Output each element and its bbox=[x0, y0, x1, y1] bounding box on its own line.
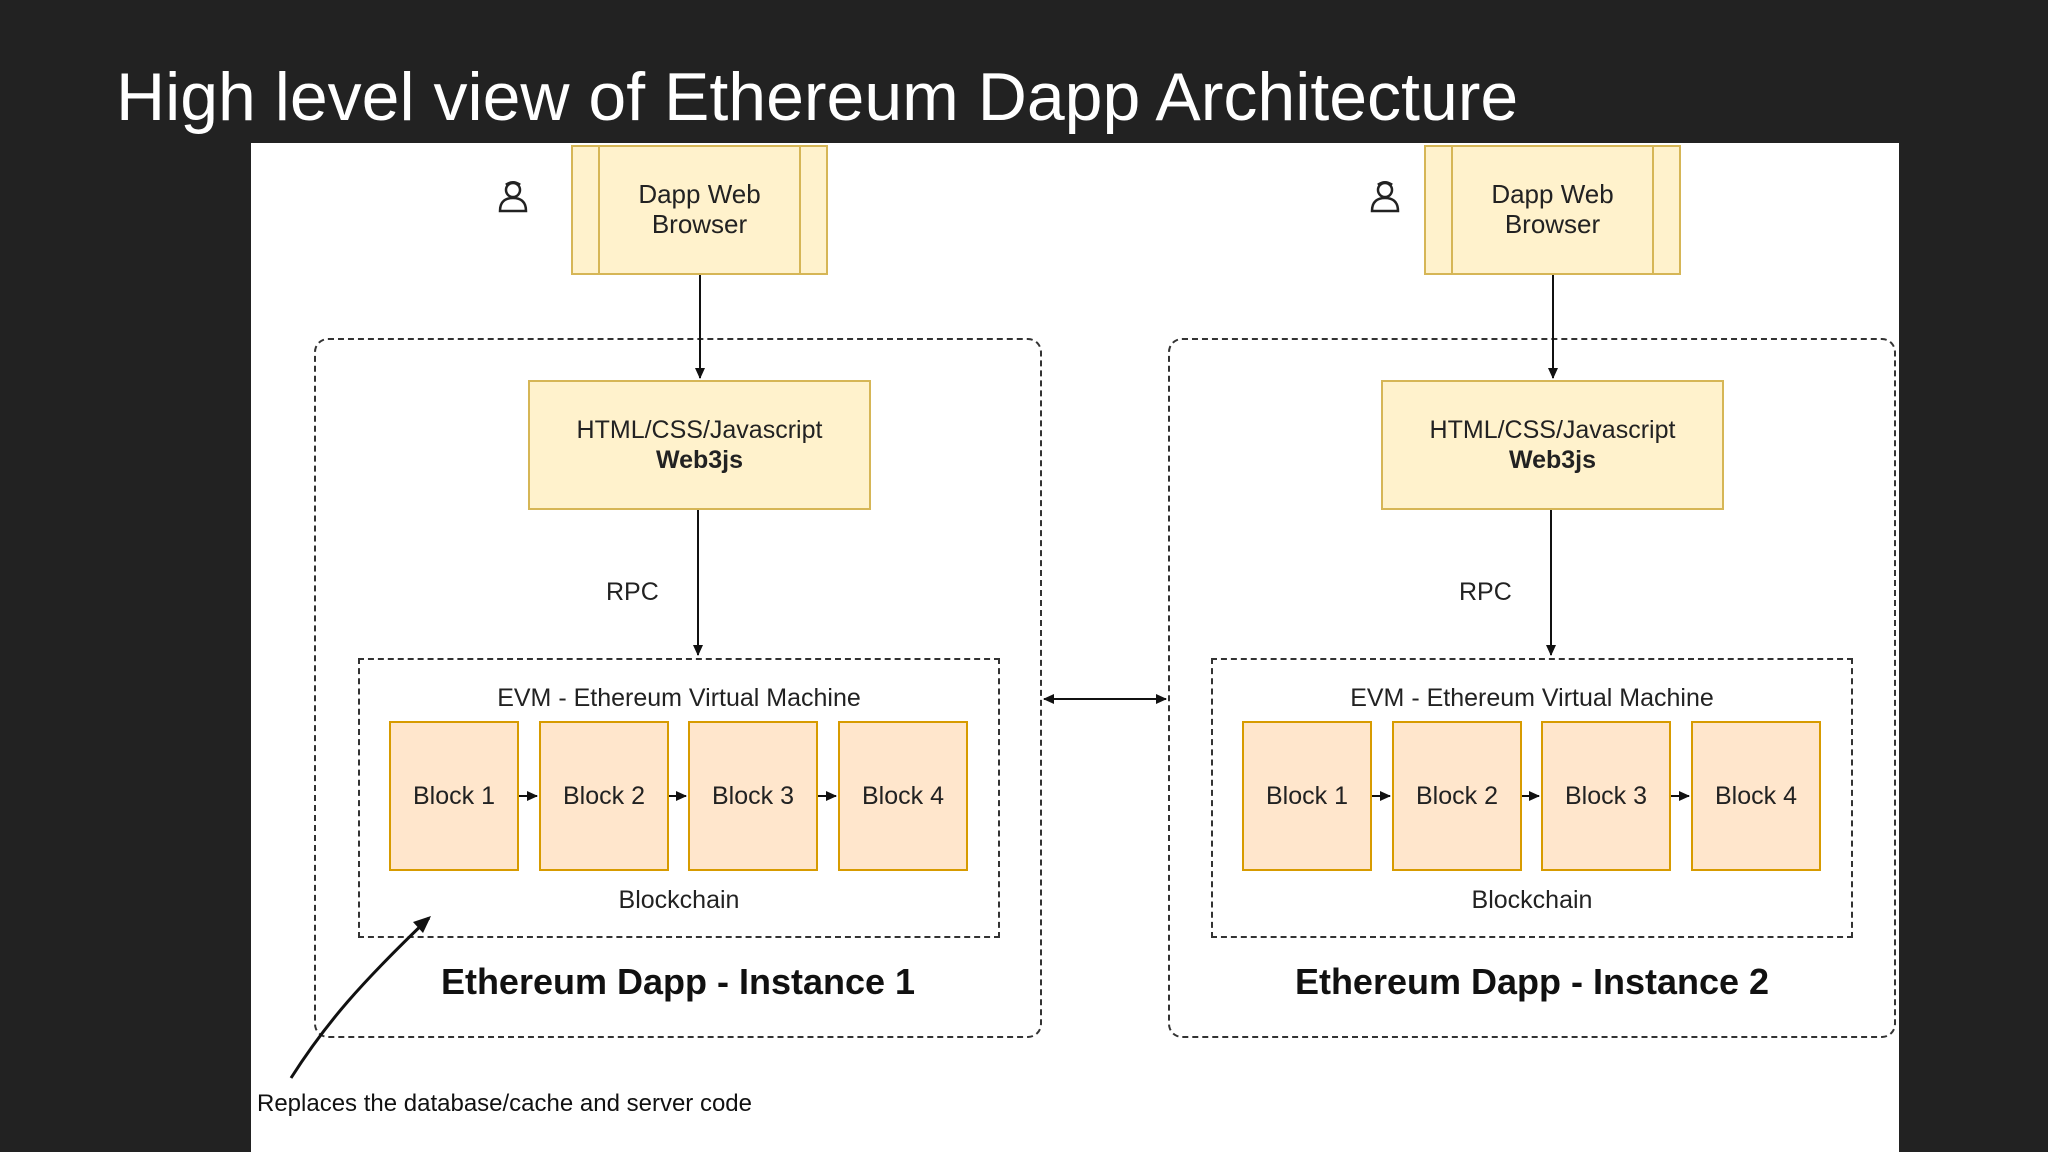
annotation-arrow bbox=[289, 916, 431, 1079]
instance-label: Ethereum Dapp - Instance 1 bbox=[440, 961, 916, 1002]
block-3: Block 3 bbox=[1541, 721, 1671, 871]
dapp-instance-container bbox=[1168, 338, 1896, 1038]
blockchain-label: Blockchain bbox=[618, 886, 740, 914]
block-4: Block 4 bbox=[1691, 721, 1821, 871]
blockchain-label: Blockchain bbox=[1471, 886, 1593, 914]
frontend-box: HTML/CSS/Javascript Web3js bbox=[528, 380, 871, 510]
instance-label: Ethereum Dapp - Instance 2 bbox=[1294, 961, 1770, 1002]
dapp-web-browser-box: Dapp Web Browser bbox=[1424, 145, 1681, 275]
block-1: Block 1 bbox=[1242, 721, 1372, 871]
rpc-label: RPC bbox=[1459, 578, 1512, 606]
evm-container bbox=[358, 658, 1000, 938]
browser-label-line2: Browser bbox=[651, 209, 748, 239]
block-3: Block 3 bbox=[688, 721, 818, 871]
slide-title: High level view of Ethereum Dapp Archite… bbox=[116, 59, 1519, 135]
evm-label: EVM - Ethereum Virtual Machine bbox=[1350, 684, 1714, 712]
evm-label: EVM - Ethereum Virtual Machine bbox=[497, 684, 861, 712]
block-1: Block 1 bbox=[389, 721, 519, 871]
web3js-label: Web3js bbox=[655, 446, 744, 474]
browser-label-line1: Dapp Web bbox=[638, 179, 761, 210]
connector-arrows bbox=[289, 275, 1690, 1079]
evm-container bbox=[1211, 658, 1853, 938]
diagram-canvas: Dapp Web Browser HTML/CSS/Javascript Web… bbox=[251, 143, 1899, 1152]
frontend-label: HTML/CSS/Javascript bbox=[1429, 416, 1676, 444]
user-icon bbox=[498, 181, 528, 213]
dapp-web-browser-box: Dapp Web Browser bbox=[571, 145, 828, 275]
block-2: Block 2 bbox=[539, 721, 669, 871]
browser-label-line2: Browser bbox=[1504, 209, 1601, 239]
rpc-label: RPC bbox=[606, 578, 659, 606]
block-2: Block 2 bbox=[1392, 721, 1522, 871]
web3js-label: Web3js bbox=[1508, 446, 1597, 474]
frontend-label: HTML/CSS/Javascript bbox=[576, 416, 823, 444]
user-icon bbox=[1370, 181, 1400, 213]
browser-label-line1: Dapp Web bbox=[1491, 179, 1614, 210]
dapp-instance-container bbox=[314, 338, 1042, 1038]
block-4: Block 4 bbox=[838, 721, 968, 871]
annotation-note: Replaces the database/cache and server c… bbox=[257, 1090, 752, 1117]
frontend-box: HTML/CSS/Javascript Web3js bbox=[1381, 380, 1724, 510]
